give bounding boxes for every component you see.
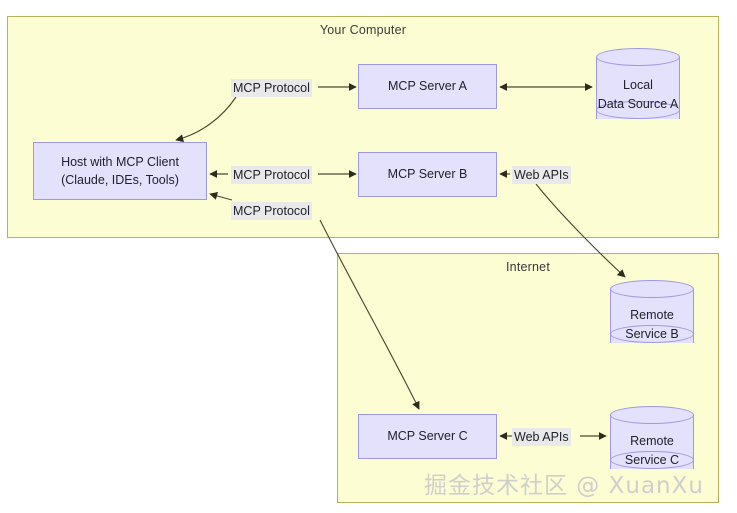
cylinder-top-ellipse: [610, 406, 694, 424]
edge-label-web-apis-1: Web APIs: [512, 166, 571, 184]
cylinder-top-ellipse: [610, 280, 694, 298]
label-line1: Remote: [630, 308, 674, 322]
label-line1: Remote: [630, 434, 674, 448]
node-local-data-source-a-label: Local Data Source A: [596, 76, 680, 114]
edge-mcp1-to-host: [175, 96, 237, 143]
node-remote-service-c[interactable]: Remote Service C: [610, 406, 694, 478]
label-line1: Local: [623, 78, 653, 92]
cylinder-bottom-ellipse: [596, 101, 680, 119]
node-remote-service-b-label: Remote Service B: [610, 306, 694, 344]
edge-mcp3-to-host: [209, 192, 233, 201]
node-remote-service-c-label: Remote Service C: [610, 432, 694, 470]
cylinder-bottom-ellipse: [610, 325, 694, 343]
node-mcp-server-b-label: MCP Server B: [387, 167, 468, 182]
node-mcp-server-c-label: MCP Server C: [387, 429, 468, 444]
edge-label-web-apis-2: Web APIs: [512, 428, 571, 446]
label-line2: Service B: [625, 326, 679, 341]
edge-web1-to-remote-b: [535, 183, 626, 278]
edge-label-mcp-protocol-1: MCP Protocol: [231, 79, 312, 97]
edge-label-mcp-protocol-2: MCP Protocol: [231, 166, 312, 184]
node-local-data-source-a[interactable]: Local Data Source A: [596, 48, 680, 128]
watermark: 掘金技术社区 @ XuanXu: [424, 473, 704, 499]
node-remote-service-b[interactable]: Remote Service B: [610, 280, 694, 352]
cylinder-bottom-ellipse: [610, 451, 694, 469]
edge-label-mcp-protocol-3: MCP Protocol: [231, 202, 312, 220]
group-your-computer-title: Your Computer: [319, 23, 407, 37]
group-internet-title: Internet: [506, 260, 550, 274]
node-host-label-line2: (Claude, IDEs, Tools): [61, 173, 179, 187]
node-mcp-server-a-label: MCP Server A: [388, 79, 467, 94]
edge-mcp3-to-server-c: [319, 219, 420, 410]
node-mcp-server-a[interactable]: MCP Server A: [358, 64, 497, 109]
node-mcp-server-b[interactable]: MCP Server B: [358, 152, 497, 197]
node-host-with-mcp-client[interactable]: Host with MCP Client (Claude, IDEs, Tool…: [33, 142, 207, 200]
label-line2: Service C: [624, 452, 680, 467]
label-line2: Data Source A: [597, 96, 679, 111]
node-host-label-line1: Host with MCP Client: [61, 154, 179, 169]
node-mcp-server-c[interactable]: MCP Server C: [358, 414, 497, 459]
cylinder-top-ellipse: [596, 48, 680, 66]
